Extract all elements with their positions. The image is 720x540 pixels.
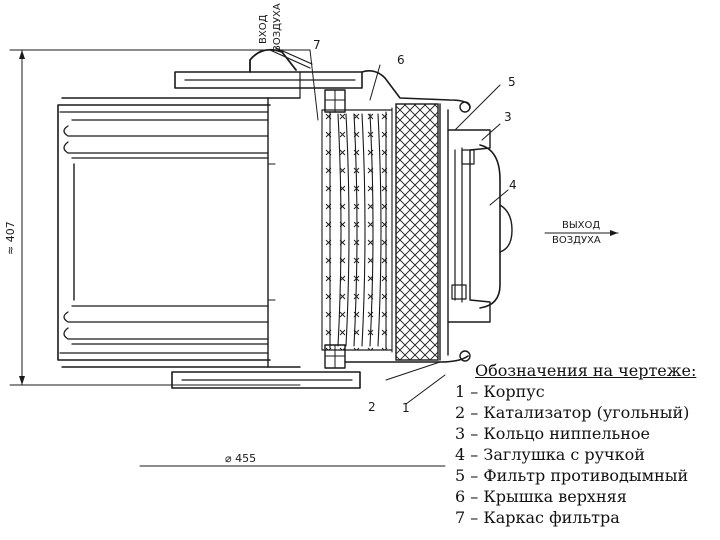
callout-7: 7 — [313, 38, 321, 52]
legend-title: Обозначения на чертеже: — [475, 361, 697, 380]
callout-leaders — [309, 49, 509, 405]
height-dimension: ≈ 407 — [4, 49, 311, 386]
inlet-label-line2: ВОЗДУХА — [272, 3, 283, 52]
legend-item-2: 2 – Катализатор (угольный) — [455, 403, 690, 422]
callout-3: 3 — [504, 110, 512, 124]
housing-body — [57, 97, 301, 368]
height-dim-text: ≈ 407 — [4, 221, 17, 255]
legend-item-7: 7 – Каркас фильтра — [455, 508, 620, 527]
diameter-dim-text: ⌀ 455 — [225, 452, 256, 465]
diameter-dimension: ⌀ 455 — [139, 452, 446, 467]
inlet-label-line1: ВХОД — [258, 14, 269, 44]
legend-item-5: 5 – Фильтр противодымный — [455, 466, 689, 485]
air-inlet-label: ВХОД ВОЗДУХА — [258, 3, 283, 52]
outlet-label-line2: ВОЗДУХА — [552, 235, 601, 246]
air-outlet-label: ВЫХОД ВОЗДУХА — [544, 220, 619, 246]
callout-1: 1 — [402, 401, 410, 415]
top-cover — [174, 47, 471, 113]
housing-ribs-top — [63, 119, 269, 159]
callout-2: 2 — [368, 400, 376, 414]
legend-item-4: 4 – Заглушка с ручкой — [455, 445, 645, 464]
outlet-label-line1: ВЫХОД — [562, 220, 600, 231]
callout-6: 6 — [397, 53, 405, 67]
outlet-assembly — [439, 103, 513, 361]
housing-ribs-bottom — [63, 305, 269, 345]
callout-4: 4 — [509, 178, 517, 192]
legend-item-6: 6 – Крышка верхняя — [455, 487, 627, 506]
legend-item-1: 1 – Корпус — [455, 382, 545, 401]
catalyst-layer — [395, 103, 439, 361]
legend-item-3: 3 – Кольцо ниппельное — [455, 424, 651, 443]
legend: Обозначения на чертеже: 1 – Корпус 2 – К… — [455, 360, 717, 528]
callout-5: 5 — [508, 75, 516, 89]
pleated-filter — [321, 107, 393, 353]
